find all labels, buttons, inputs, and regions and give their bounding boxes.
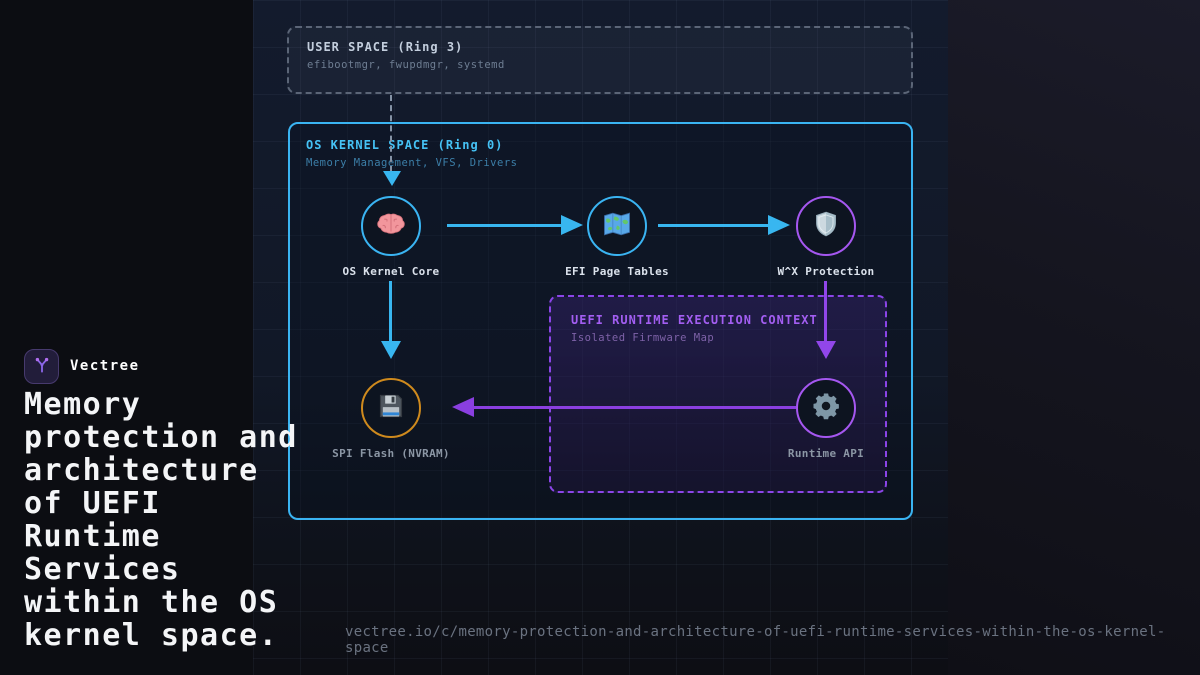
grid-background — [253, 0, 948, 675]
vectree-branch-icon — [32, 355, 52, 379]
shield-icon — [812, 210, 840, 242]
runtimeapi-to-spiflash-arrowhead-icon — [452, 397, 474, 417]
floppy-disk-icon — [377, 392, 405, 424]
efi-page-tables-label: EFI Page Tables — [565, 265, 669, 278]
vectree-logo — [24, 349, 59, 384]
brain-icon — [376, 209, 406, 243]
kernelcore-to-pagetables-arrowhead-icon — [561, 215, 583, 235]
node-wx-protection: W^X Protection — [746, 196, 906, 278]
page-title: Memory protection and architecture of UE… — [24, 387, 298, 653]
brand-name: Vectree — [70, 358, 140, 374]
runtime-api-label: Runtime API — [787, 447, 865, 460]
spi-flash-circle — [361, 378, 421, 438]
kernel-space-subtitle: Memory Management, VFS, Drivers — [306, 157, 518, 169]
user-space-subtitle: efibootmgr, fwupdmgr, systemd — [307, 59, 505, 71]
efi-page-tables-circle — [587, 196, 647, 256]
right-gradient-background — [948, 0, 1200, 675]
node-runtime-api: Runtime API — [746, 378, 906, 460]
node-os-kernel-core: OS Kernel Core — [311, 196, 471, 278]
wx-to-runtimeapi-arrowhead-icon — [816, 341, 836, 359]
kernelcore-to-spiflash-arrow — [389, 281, 392, 341]
wx-to-runtimeapi-arrow — [824, 281, 827, 341]
gear-icon — [811, 391, 841, 425]
os-kernel-core-circle — [361, 196, 421, 256]
map-icon — [602, 209, 632, 243]
userspace-to-kernel-arrowhead-icon — [383, 171, 401, 186]
pagetables-to-wx-arrow — [658, 224, 768, 227]
os-kernel-core-label: OS Kernel Core — [342, 265, 440, 278]
kernelcore-to-pagetables-arrow — [447, 224, 561, 227]
user-space-box: USER SPACE (Ring 3) efibootmgr, fwupdmgr… — [287, 26, 913, 94]
wx-protection-label: W^X Protection — [777, 265, 875, 278]
pagetables-to-wx-arrowhead-icon — [768, 215, 790, 235]
kernel-space-box: OS KERNEL SPACE (Ring 0) Memory Manageme… — [288, 122, 913, 520]
spi-flash-label: SPI Flash (NVRAM) — [332, 447, 450, 460]
node-spi-flash: SPI Flash (NVRAM) — [311, 378, 471, 460]
uefi-context-subtitle: Isolated Firmware Map — [571, 332, 715, 344]
wx-protection-circle — [796, 196, 856, 256]
node-efi-page-tables: EFI Page Tables — [537, 196, 697, 278]
kernelcore-to-spiflash-arrowhead-icon — [381, 341, 401, 359]
user-space-title: USER SPACE (Ring 3) — [307, 40, 464, 54]
uefi-context-title: UEFI RUNTIME EXECUTION CONTEXT — [571, 313, 818, 327]
kernel-space-title: OS KERNEL SPACE (Ring 0) — [306, 138, 504, 152]
footer-url: vectree.io/c/memory-protection-and-archi… — [345, 624, 1166, 656]
runtimeapi-to-spiflash-arrow — [472, 406, 796, 409]
userspace-to-kernel-dashed-connector — [390, 95, 392, 172]
runtime-api-circle — [796, 378, 856, 438]
